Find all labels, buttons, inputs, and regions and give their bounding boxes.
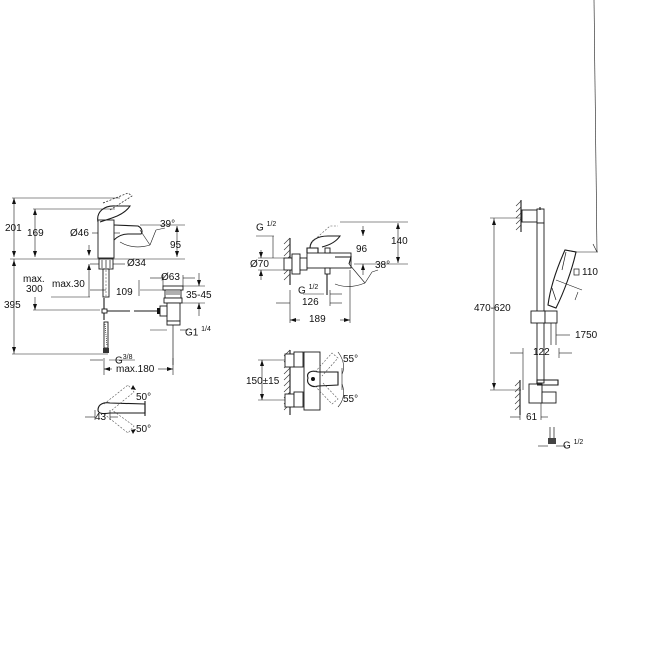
thread-fraction: 1/4 [201,326,211,333]
dim-handle-angle-bottom: 55° [343,394,359,405]
dim-waste-range: 35-45 [186,290,212,301]
thread-fraction: 3/8 [122,354,133,361]
dim-spout-diameter: Ø46 [70,228,89,239]
shower-rail-drawing [490,0,598,447]
dim-handle-angle-bottom: 50° [136,424,152,435]
dim-waste-thread: G1 1/4 [185,325,211,338]
dim-centres: 150±15 [246,376,280,387]
dim-projection: 109 [116,287,133,298]
dim-overall-height: 140 [391,236,408,247]
dim-spout-projection: 126 [302,297,319,308]
dim-spout-height: 96 [356,244,368,255]
thread-fraction: 1/2 [266,221,277,228]
dim-wall-offset: 61 [526,412,538,423]
dim-rail-height: 470-620 [474,303,511,314]
dim-max-300-value: 300 [26,284,43,295]
dim-max-30: max.30 [52,279,85,290]
thread-g: G [563,440,571,452]
dim-hose-length: 1750 [575,330,598,341]
thread-fraction: 1/2 [308,284,319,291]
thread-g: G [115,355,123,367]
bath-mixer-drawing [256,221,408,415]
dim-spout-angle: 38° [375,260,391,271]
dim-rail-depth: 122 [533,347,550,358]
thread-g: G [298,285,306,297]
thread-g: G1 [185,327,199,339]
dim-overall-height: 201 [5,223,22,234]
dim-waste-diameter: Ø63 [161,272,180,283]
dim-max-300-label: max. [23,274,45,285]
dim-overall-projection: 189 [309,314,326,325]
dim-outlet-thread: G 1/2 [298,283,318,296]
thread-g: G [256,222,264,234]
dim-outlet-thread: G 1/2 [563,438,583,451]
dim-body-height: 169 [27,228,44,239]
dim-hose-thread: G3/8 [115,353,133,366]
thread-fraction: 1/2 [573,439,584,446]
dim-handle-angle-top: 55° [343,354,359,365]
dim-max-180: max.180 [116,364,155,375]
dim-shank-diameter: Ø34 [127,258,146,269]
dim-spout-height: 95 [170,240,182,251]
dim-handle-angle-top: 50° [136,392,152,403]
dim-spout-angle: 39° [160,219,176,230]
basin-mixer-drawing [10,192,205,434]
dim-handle-offset: 43 [95,412,107,423]
dim-handshower-size: 110 [582,267,598,278]
dim-rosette-diameter: Ø70 [250,259,269,270]
dim-inlet-thread: G 1/2 [256,220,276,233]
dim-total-height: 395 [4,300,21,311]
